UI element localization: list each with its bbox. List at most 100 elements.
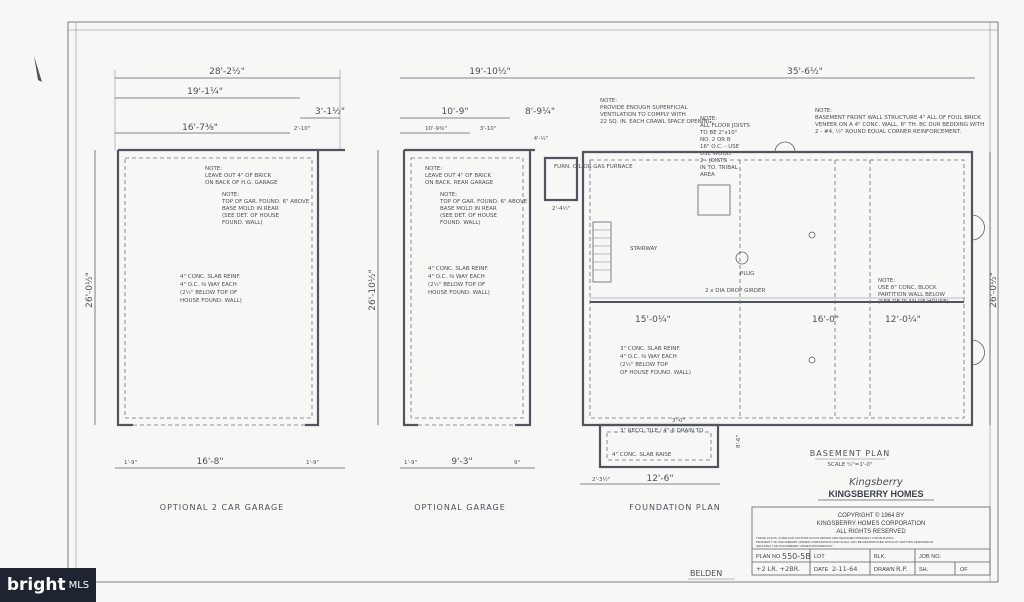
girder-label: 2 x DIA DROP GIRDER <box>705 288 765 294</box>
watermark-brand: bright <box>6 575 66 595</box>
dim-seg-mid: 16'-0" <box>812 315 839 325</box>
corporation-line: KINGSBERRY HOMES CORPORATION <box>817 521 926 527</box>
rights-line: ALL RIGHTS RESERVED <box>836 529 906 535</box>
dim-d2: 3'-1½" <box>315 107 345 117</box>
note-line: IN TO. TRIBAL <box>700 165 739 171</box>
basement-slab-note: 3" CONC. SLAB REINF. 4" O.C. ⅜ WAY EACH … <box>620 346 691 376</box>
logo-script: Kingsberry <box>849 477 904 488</box>
note-line: ON BACK OF H.G. GARAGE <box>205 180 278 186</box>
fine-print-line: PROPERTY OF KINGSBERRY HOMES CORPORATION… <box>756 540 933 544</box>
note-line: NOTE: <box>440 192 457 198</box>
dim-porch-left: 2'-3½" <box>592 476 610 483</box>
window-bay-icon <box>971 214 985 241</box>
note-line: 22 SQ. IN. EACH CRAWL SPACE OPENING. <box>600 119 714 125</box>
sheet-label: SH. <box>919 567 929 573</box>
note-line: NOTE: <box>815 108 832 114</box>
garage1-title: OPTIONAL GARAGE <box>414 503 506 512</box>
note-line: NOTE: <box>425 166 442 172</box>
dim-d2: 8'-9¼" <box>525 107 555 117</box>
note-line: NOTE: <box>222 192 239 198</box>
dim-overall-width: 19'-10½" <box>469 67 511 77</box>
plan-name: BELDEN <box>690 569 722 578</box>
garage1-notes: NOTE: LEAVE OUT 4" OF BRICK ON BACK, REA… <box>425 166 528 226</box>
slab-line: 4" CONC. SLAB REINF. <box>428 266 489 272</box>
note-line: FOUND. WALL) <box>222 220 263 226</box>
rooms-value: +2 LR. +2BR. <box>756 565 800 573</box>
note-line: VENEER ON A 4" CONC. WALL, 8" TH. BC DUR… <box>815 122 984 128</box>
dim-overall-width: 28'-2½" <box>209 67 245 77</box>
of-label: OF <box>960 567 968 573</box>
dim-seg-right: 12'-0¼" <box>885 315 921 325</box>
note-line: NOTE: <box>878 278 895 284</box>
garage-1car-plan: 19'-10½" 10'-9" 8'-9¼" 10'-9⅜" 3'-10" 4'… <box>368 67 580 512</box>
note-line: NO. 2 OR B <box>700 137 731 143</box>
note-line: BASE MOLD IN REAR <box>440 206 497 212</box>
dim-bottom-mid: 9'-3" <box>451 457 472 467</box>
furnace-room <box>543 156 579 202</box>
plan-no-value: 550-5B <box>782 552 811 561</box>
note-ventilation: NOTE: PROVIDE ENOUGH SUPERFICIAL VENTILA… <box>600 98 714 125</box>
copyright-line: COPYRIGHT © 1964 BY <box>838 512 904 519</box>
dim-porch-width: 12'-6" <box>646 474 673 484</box>
dim-bottom-left: 1'-9" <box>124 460 137 466</box>
scale-label: SCALE ¼"=1'-0" <box>828 462 873 468</box>
dim-bottom-mid: 16'-8" <box>196 457 223 467</box>
note-line: USE 8" CONC. BLOCK <box>878 285 937 291</box>
blk-label: BLK. <box>874 554 886 560</box>
slab-line: 3" CONC. SLAB REINF. <box>620 346 681 352</box>
porch-slab <box>598 423 720 469</box>
slab-line: (2½" BELOW TOP OF <box>180 289 237 296</box>
slab-line: (2½" BELOW TOP OF <box>428 281 485 288</box>
dim-d5: 4'-½" <box>534 135 549 142</box>
dim-d1: 10'-9" <box>441 107 468 117</box>
dim-height: 26'-0½" <box>989 272 999 308</box>
window-bay-icon <box>971 339 985 366</box>
stairway-label: STAIRWAY <box>630 246 658 252</box>
fine-print-line: THESE PLANS, CODE AND CONSTRUCTION DESIG… <box>756 536 894 540</box>
slab-line: HOUSE FOUND. WALL) <box>180 298 242 304</box>
garage2-title: OPTIONAL 2 CAR GARAGE <box>160 503 284 512</box>
plug-label: PLUG <box>740 271 754 277</box>
fine-print-line: ARCHITECT OR KINGSBERRY HOMES PROPRIETAR… <box>756 544 833 548</box>
note-line: PROVIDE ENOUGH SUPERFICIAL <box>600 105 688 111</box>
title-block: Kingsberry KINGSBERRY HOMES COPYRIGHT © … <box>688 477 991 580</box>
dim-small: 2'-4½" <box>552 205 570 212</box>
note-line: LEAVE OUT 4" OF BRICK <box>425 173 491 179</box>
garage1-slab-note: 4" CONC. SLAB REINF. 4" O.C. ⅜ WAY EACH … <box>428 266 490 296</box>
note-line: USE WOOD <box>700 151 731 157</box>
date-value: 2-11-64 <box>832 565 857 573</box>
note-line: ON BACK, REAR GARAGE <box>425 180 494 186</box>
note-line: BASE MOLD IN REAR <box>222 206 279 212</box>
dim-d1: 19'-1¼" <box>187 87 223 97</box>
plan-no-label: PLAN NO. <box>756 554 782 560</box>
dim-front: 3'-0" <box>672 418 685 424</box>
basement-title: BASEMENT PLAN <box>810 449 890 458</box>
note-line: 16" O.C. - USE <box>700 144 740 150</box>
note-line: NOTE: <box>700 116 717 122</box>
dim-height: 26'-10½" <box>368 269 378 311</box>
sheet-border <box>67 21 999 583</box>
drawn-value: R.P. <box>896 565 907 573</box>
drain-label: 3" RECO. TILE / 4"-6 DRAIN TO <box>620 428 704 434</box>
porch-slab-label: 4" CONC. SLAB RAISE <box>612 452 672 458</box>
brightmls-watermark: bright MLS <box>0 568 96 602</box>
dim-d4: 3'-10" <box>480 126 497 132</box>
note-line: FOUND. WALL) <box>440 220 481 226</box>
dim-bottom-right: 1'-9" <box>306 460 319 466</box>
dim-bottom-left: 1'-9" <box>404 460 417 466</box>
note-line: (SEE DE PLAN OF HOUSE) <box>878 299 949 305</box>
slab-line: (2½" BELOW TOP <box>620 361 669 368</box>
note-line: (SEE DET. OF HOUSE <box>222 213 279 219</box>
dim-overall-width: 35'-6½" <box>787 67 823 77</box>
watermark-suffix: MLS <box>68 579 90 591</box>
note-line: ALL FLOOR JOISTS <box>700 123 750 129</box>
note-line: NOTE: <box>600 98 617 104</box>
note-line: VENTILATION TO COMPLY WITH <box>600 112 686 118</box>
dim-d4: 2'-10" <box>294 126 311 132</box>
job-no-label: JOB NO. <box>919 554 941 560</box>
north-arrow-icon <box>34 56 42 82</box>
note-line: BASEMENT FRONT WALL STRUCTURE 4" ALL OF … <box>815 115 981 121</box>
slab-line: OF HOUSE FOUND. WALL) <box>620 370 691 376</box>
dim-porch-depth: 8'-6" <box>736 435 742 448</box>
company-logo: KINGSBERRY HOMES <box>828 489 923 499</box>
